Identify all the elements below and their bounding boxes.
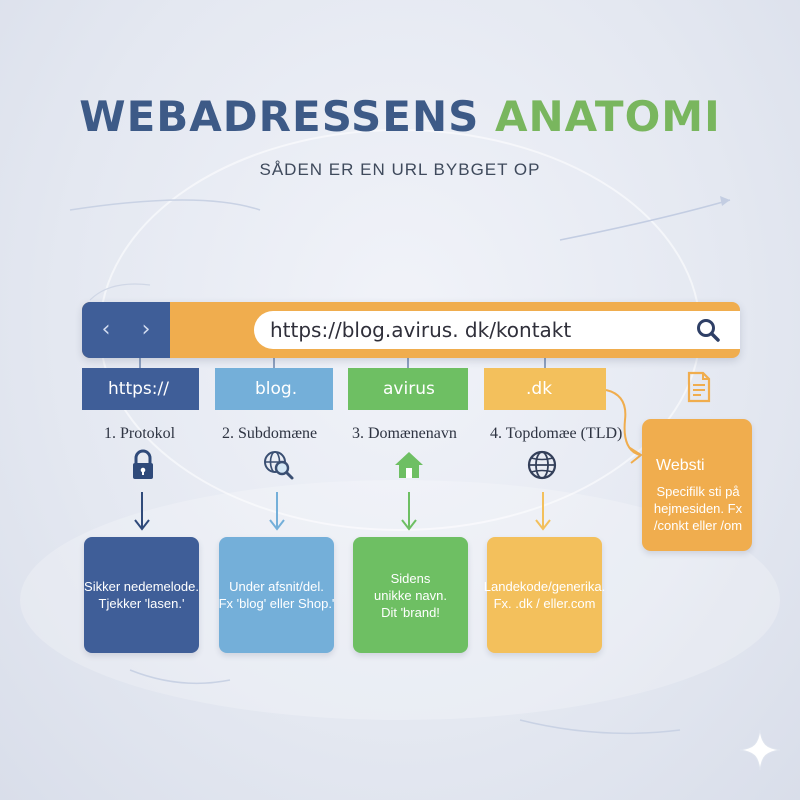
label-subdomain: 2. Subdomæne bbox=[222, 425, 318, 442]
description-line: Sikker nedemelode. bbox=[84, 579, 199, 594]
description-tld: Landekode/generika. Fx. .dk / eller.com bbox=[483, 537, 606, 653]
description-line: Dit 'brand! bbox=[381, 604, 440, 620]
description-protocol: Sikker nedemelode. Tjekker 'lasen.' bbox=[84, 537, 199, 653]
label-tld: 4. Topdomæe (TLD) bbox=[490, 425, 623, 442]
path-card-line: Specifilk sti på bbox=[656, 484, 740, 499]
search-icon[interactable] bbox=[694, 316, 722, 344]
path-card-line: /conkt eller /om bbox=[653, 518, 743, 533]
path-card: Websti Specifilk sti på hejmesiden. Fx /… bbox=[642, 419, 752, 551]
description-line: Sidens bbox=[390, 570, 431, 586]
segment-subdomain: blog. bbox=[215, 368, 333, 410]
chevron-left-icon[interactable]: ‹ bbox=[101, 317, 111, 342]
page-subtitle: SÅDEN ER EN URL BYBGET OP bbox=[259, 160, 541, 179]
path-card-text: Specifilk sti på hejmesiden. Fx /conkt e… bbox=[646, 483, 750, 534]
arrow-down-subdomain bbox=[269, 492, 285, 531]
chevron-right-icon[interactable]: › bbox=[141, 317, 151, 342]
description-line: Landekode/generika. bbox=[483, 579, 606, 594]
title-part-1: WEBADRESSENS bbox=[79, 92, 480, 141]
title-part-2: ANATOMI bbox=[495, 92, 721, 141]
browser-address-bar: ‹ › https://blog.avirus. dk/kontakt bbox=[82, 302, 740, 358]
document-icon bbox=[687, 371, 711, 403]
page-title: WEBADRESSENS ANATOMI bbox=[0, 92, 800, 141]
arrow-to-path-card bbox=[605, 389, 643, 464]
path-card-title: Websti bbox=[656, 457, 705, 474]
lock-icon bbox=[133, 449, 153, 479]
browser-nav: ‹ › bbox=[82, 302, 170, 358]
sparkle-icon bbox=[739, 729, 781, 771]
arrow-down-tld bbox=[535, 492, 551, 531]
globe-icon bbox=[527, 450, 557, 480]
segment-tld: .dk bbox=[484, 368, 606, 410]
description-line: Under afsnit/del. bbox=[229, 579, 324, 594]
globe-search-icon bbox=[264, 451, 294, 480]
arrow-down-protokol bbox=[134, 492, 150, 531]
segment-protocol: https:// bbox=[82, 368, 199, 410]
arrow-down-domain bbox=[401, 492, 417, 531]
description-line: Fx. .dk / eller.com bbox=[493, 596, 596, 611]
description-domain: Sidens unikke navn. Dit 'brand! bbox=[353, 537, 468, 653]
description-line: Fx 'blog' eller Shop.' bbox=[218, 596, 335, 611]
url-input[interactable]: https://blog.avirus. dk/kontakt bbox=[254, 311, 740, 349]
path-card-line: hejmesiden. Fx bbox=[653, 501, 743, 516]
label-domain: 3. Domænenavn bbox=[352, 425, 457, 442]
house-icon bbox=[395, 452, 423, 478]
description-line: Tjekker 'lasen.' bbox=[98, 596, 185, 611]
segment-domain: avirus bbox=[348, 368, 468, 410]
label-protocol: 1. Protokol bbox=[104, 425, 176, 442]
description-line: unikke navn. bbox=[374, 587, 447, 603]
description-subdomain: Under afsnit/del. Fx 'blog' eller Shop.' bbox=[219, 537, 334, 653]
